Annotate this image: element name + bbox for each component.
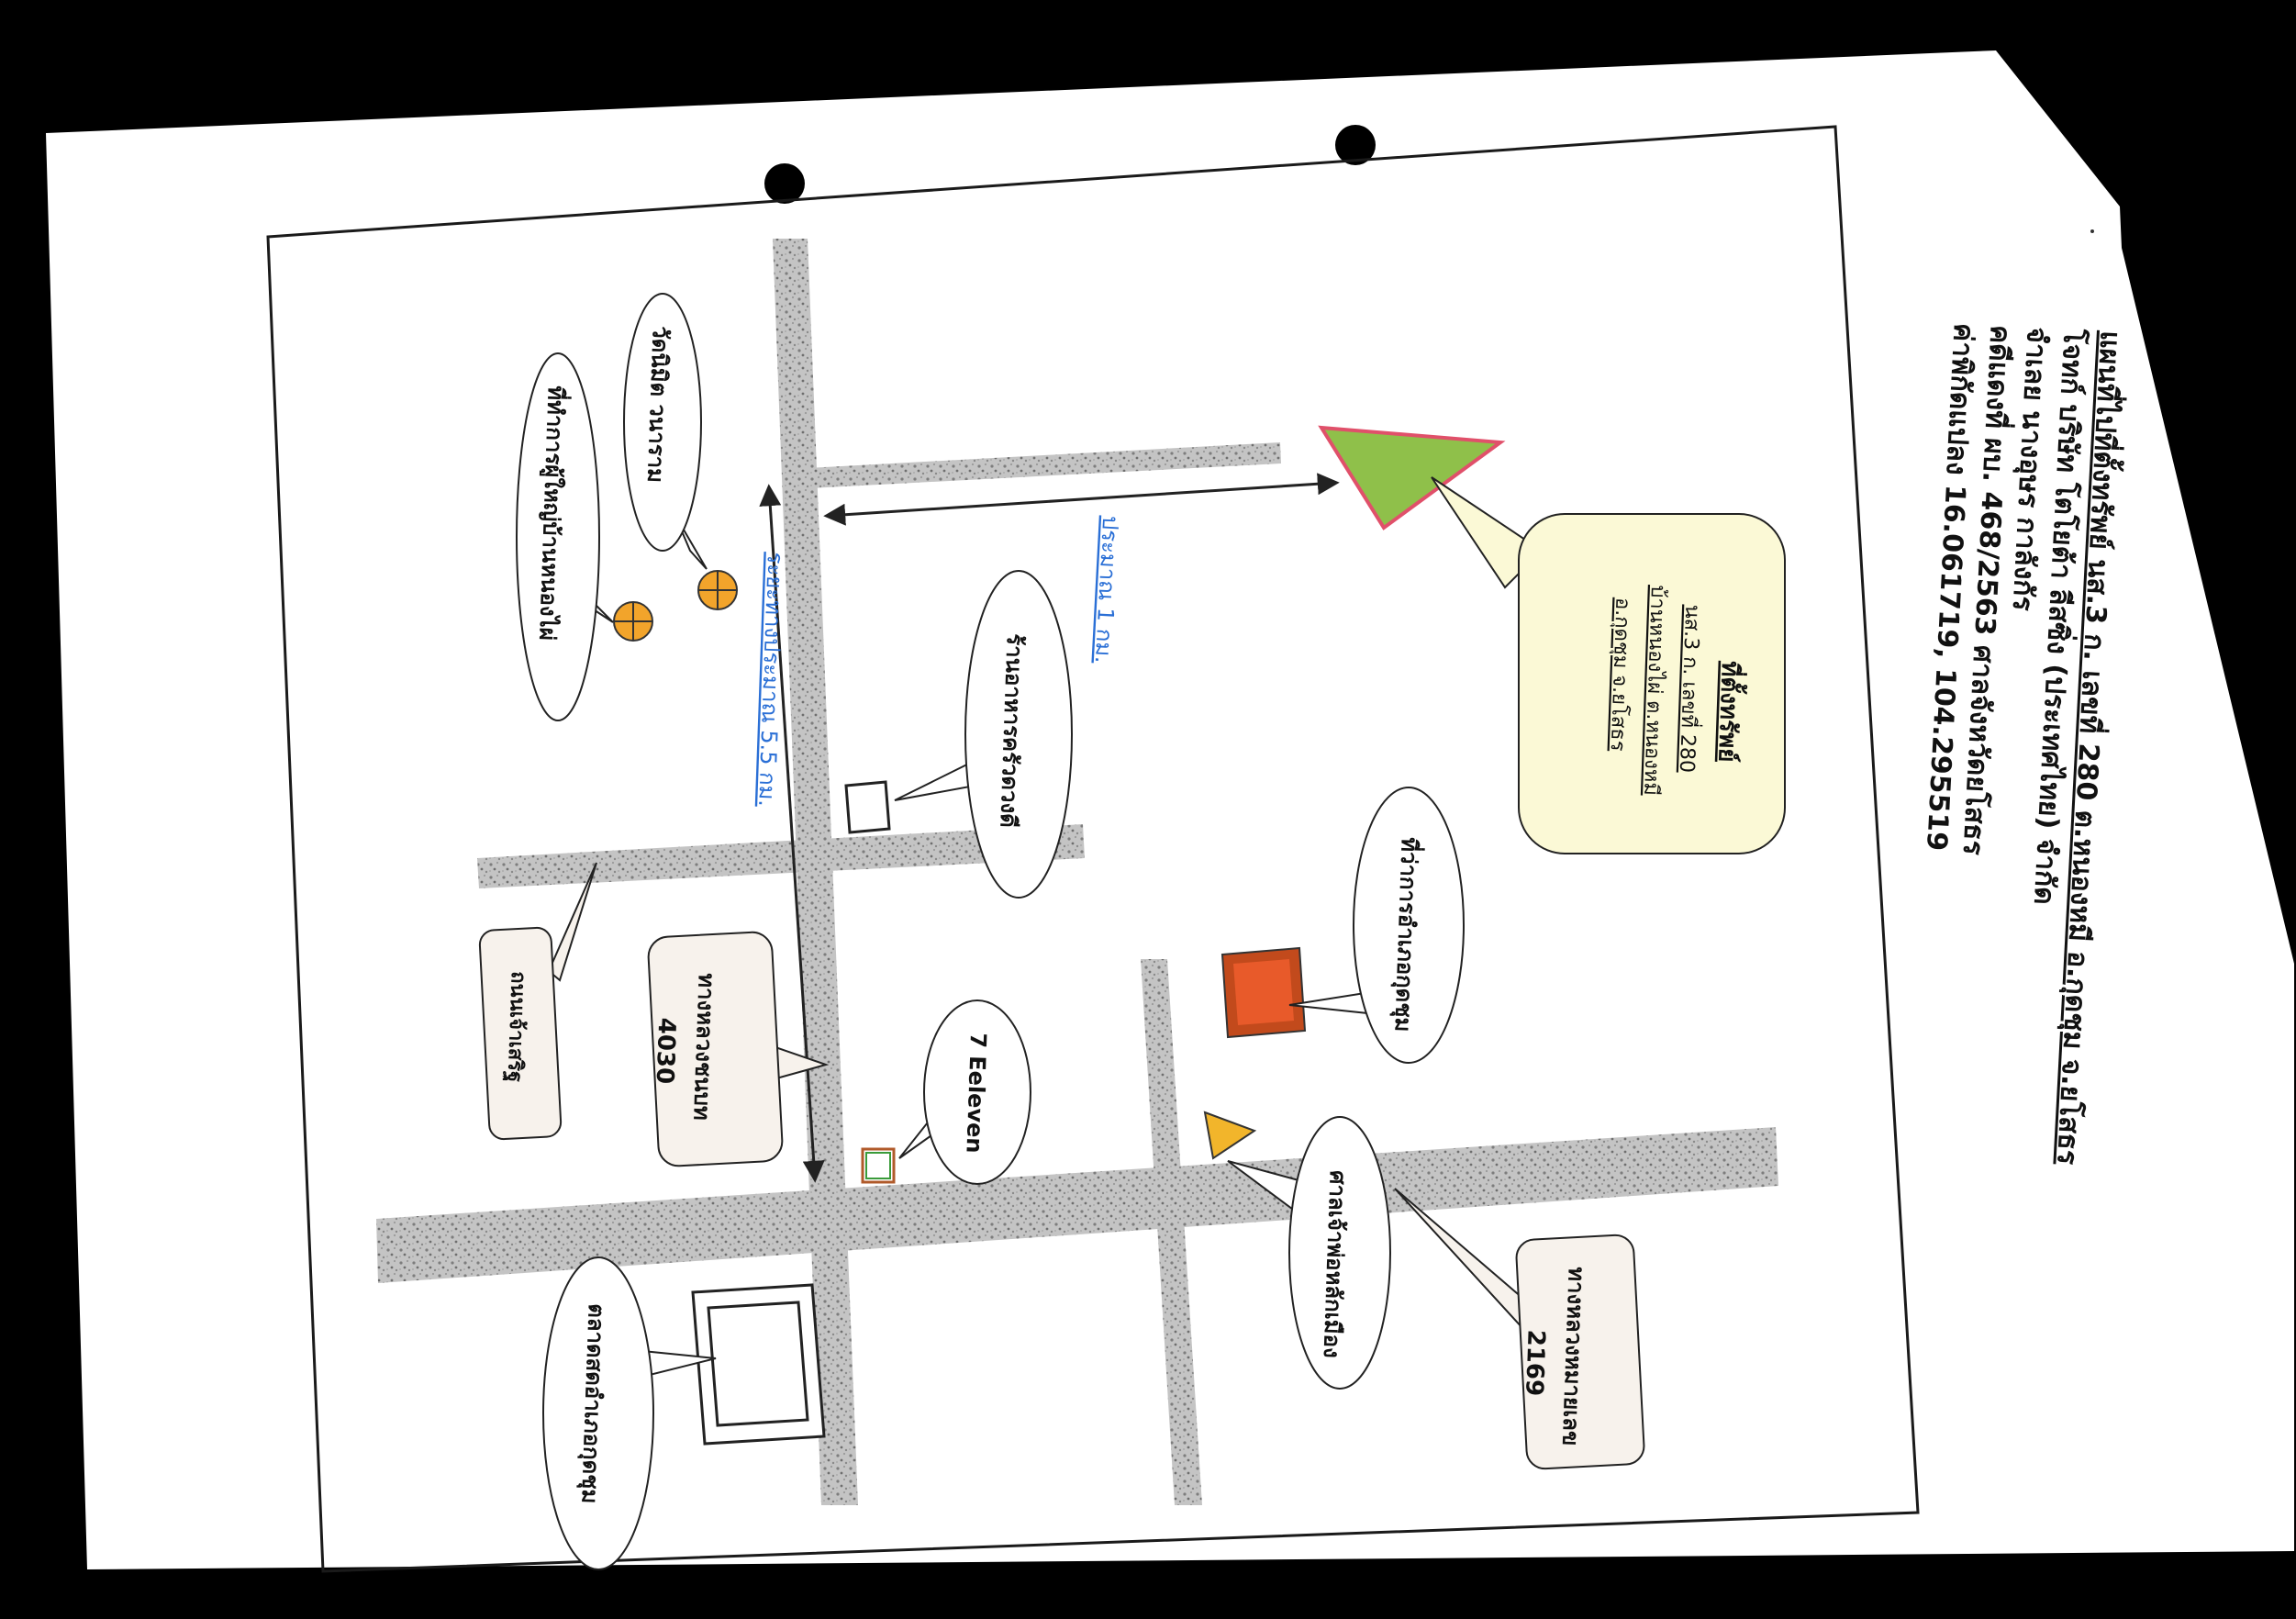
seven-eleven-marker-icon	[861, 1147, 896, 1184]
paper-sheet	[46, 50, 2294, 1569]
market-callout-bubble	[542, 1256, 654, 1570]
wat-callout-bubble	[623, 293, 702, 552]
wat-label-wrap: วัดนิมิต วนาราม	[642, 326, 674, 484]
road2169-label-box	[1515, 1234, 1645, 1470]
road-local-label: ถนนเจ้าเสริฐ	[502, 971, 529, 1083]
restaurant-callout-bubble	[964, 570, 1073, 899]
punch-hole-left	[764, 163, 805, 204]
road2169-label-wrap: ทางหลวงหมายเลข 2169	[1520, 1267, 1589, 1446]
road2169-number: 2169	[1520, 1329, 1550, 1396]
road-right-vertical	[1141, 959, 1202, 1505]
shrine-callout-bubble	[1288, 1116, 1391, 1390]
road2169-name: ทางหลวงหมายเลข	[1557, 1267, 1589, 1446]
property-callout-bubble	[1518, 513, 1786, 854]
seven-eleven-callout-bubble	[923, 999, 1031, 1185]
punch-hole-right	[1335, 125, 1376, 165]
road4030-label-wrap: ทางหลวงชนบท 4030	[651, 973, 719, 1121]
map-frame	[266, 125, 1920, 1573]
temple-marker-icon	[697, 570, 738, 610]
village-callout-bubble	[516, 352, 600, 721]
road4030-number: 4030	[651, 1017, 681, 1084]
road-2169	[376, 1127, 1778, 1283]
seven-eleven-label: 7 Eeleven	[961, 1033, 991, 1154]
distance-arrow-1km	[823, 473, 1340, 526]
road4030-label-box	[647, 931, 784, 1167]
restaurant-marker-icon	[844, 780, 891, 834]
seven-eleven-marker-inner	[865, 1152, 891, 1179]
shrine-marker-icon	[1203, 1111, 1257, 1160]
seven-eleven-label-wrap: 7 Eeleven	[961, 1033, 991, 1154]
road-local-label-wrap: ถนนเจ้าเสริฐ	[502, 971, 529, 1083]
road-local-label-box	[478, 926, 563, 1141]
property-line-3: อ.กุดชุม จ.ยโสธร	[1606, 597, 1635, 752]
market-marker-icon	[691, 1283, 826, 1446]
property-callout-text: ที่ตั้งทรัพย์ นส.3 ก. เลขที่ 280 บ้านหนอ…	[1606, 585, 1749, 796]
village-office-marker-icon	[613, 601, 653, 642]
district-office-callout-bubble	[1353, 787, 1465, 1064]
road4030-name: ทางหลวงชนบท	[688, 973, 719, 1121]
road-local-callout-pointer	[547, 862, 597, 982]
scan-speck	[2090, 229, 2094, 233]
district-office-marker-icon	[1220, 946, 1307, 1039]
wat-label: วัดนิมิต วนาราม	[642, 326, 674, 484]
